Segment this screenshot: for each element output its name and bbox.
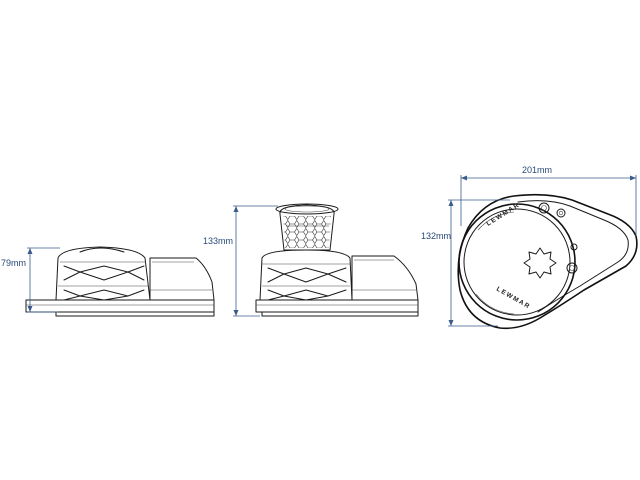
dimension-top-width: 201mm bbox=[460, 165, 637, 236]
top-view: LEWMAR LEWMAR bbox=[457, 193, 638, 330]
side-view-low bbox=[25, 246, 215, 317]
dimension-capstan-height: 133mm bbox=[203, 205, 278, 317]
dimension-label-capstan-height: 133mm bbox=[203, 236, 233, 246]
brand-text-bottom: LEWMAR bbox=[495, 286, 532, 311]
side-view-capstan bbox=[255, 203, 419, 317]
dimension-label-top-width: 201mm bbox=[522, 165, 552, 175]
dimension-low-height: 79mm bbox=[1, 247, 60, 313]
dimension-top-height: 132mm bbox=[421, 199, 510, 327]
dimension-label-top-height: 132mm bbox=[421, 231, 451, 241]
dimension-label-low-height: 79mm bbox=[1, 258, 26, 268]
